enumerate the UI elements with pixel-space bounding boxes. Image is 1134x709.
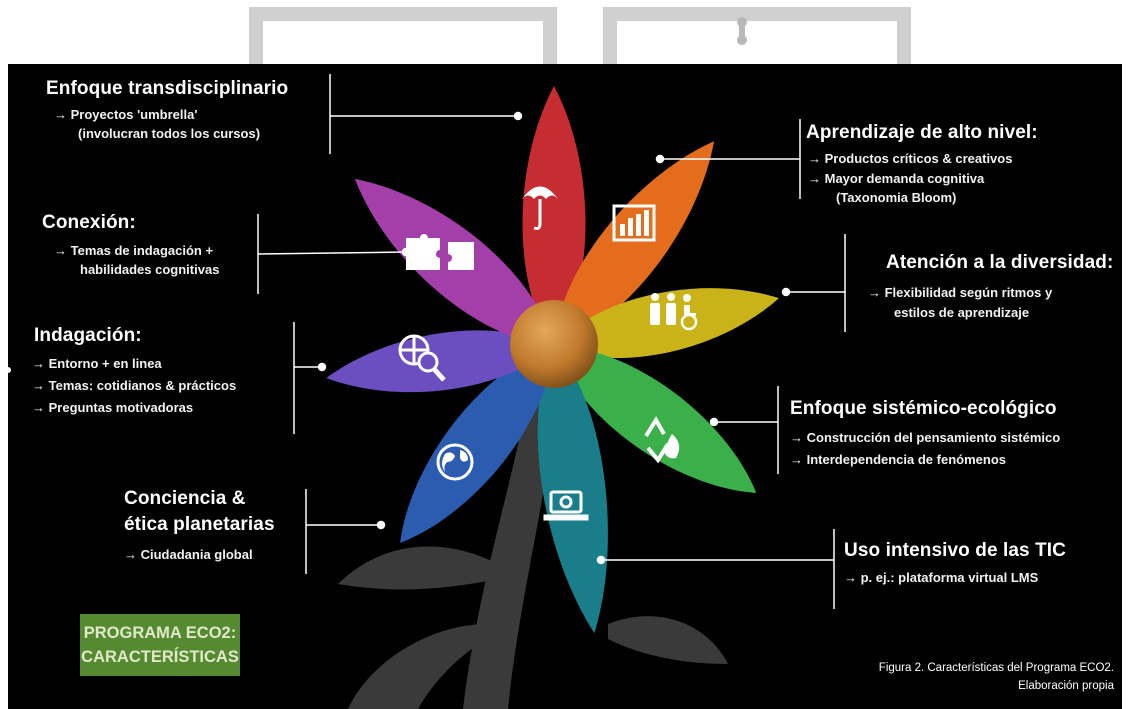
- label-conciencia-title-2: ética planetarias: [124, 514, 275, 535]
- label-alto-nivel-title: Aprendizaje de alto nivel:: [806, 122, 1038, 143]
- petal-indagacion: [326, 330, 554, 393]
- umbrella-icon: [522, 186, 558, 230]
- globe-icon: [436, 443, 474, 481]
- program-badge: PROGRAMA ECO2: CARACTERÍSTICAS: [80, 614, 240, 676]
- badge-line-2: CARACTERÍSTICAS: [81, 648, 239, 666]
- badge-line-1: PROGRAMA ECO2:: [83, 624, 237, 642]
- label-indagacion-line-2: → Temas: cotidianos & prácticos: [32, 378, 237, 393]
- label-transdisciplinario-title: Enfoque transdisciplinario: [46, 78, 289, 99]
- people-accessibility-icon: [650, 293, 698, 331]
- label-conexion-title: Conexión:: [42, 212, 136, 233]
- diagram-panel: Enfoque transdisciplinario → Proyectos '…: [8, 64, 1122, 709]
- label-transdisciplinario-line-2: (involucran todos los cursos): [78, 126, 261, 141]
- label-diversidad-line-1: → Flexibilidad según ritmos y: [868, 285, 1053, 300]
- left-edge-dot: [8, 367, 11, 373]
- figure-caption-line-2: Elaboración propia: [1018, 680, 1114, 692]
- label-tic-title: Uso intensivo de las TIC: [844, 540, 1067, 561]
- label-tic-line-1: → p. ej.: plataforma virtual LMS: [844, 570, 1039, 585]
- label-conexion-line-2: habilidades cognitivas: [80, 262, 220, 277]
- globe-search-icon: [398, 334, 446, 382]
- label-diversidad-line-2: estilos de aprendizaje: [894, 305, 1030, 320]
- connector-lines: [257, 74, 846, 609]
- label-transdisciplinario-line-1: → Proyectos 'umbrella': [54, 107, 198, 122]
- label-sistemico-line-1: → Construcción del pensamiento sistémico: [790, 430, 1061, 445]
- label-conciencia-title-1: Conciencia &: [124, 488, 246, 509]
- petal-conciencia: [400, 346, 554, 544]
- label-indagacion-line-3: → Preguntas motivadoras: [32, 400, 194, 415]
- label-diversidad-title: Atención a la diversidad:: [886, 252, 1114, 273]
- petal-transdisciplinario: [522, 86, 586, 346]
- flower-diagram: [8, 74, 846, 709]
- puzzle-icon: [406, 234, 474, 270]
- bar-chart-icon: [612, 204, 656, 242]
- figure-caption-line-1: Figura 2. Características del Programa E…: [878, 662, 1114, 674]
- label-indagacion-title: Indagación:: [34, 325, 142, 346]
- label-sistemico-title: Enfoque sistémico-ecológico: [790, 398, 1057, 419]
- label-alto-nivel-line-2: → Mayor demanda cognitiva: [808, 171, 985, 186]
- flower-center: [510, 300, 598, 388]
- label-conciencia-line-1: → Ciudadania global: [124, 547, 253, 562]
- label-indagacion-line-1: → Entorno + en linea: [32, 356, 162, 371]
- label-alto-nivel-line-3: (Taxonomia Bloom): [836, 190, 957, 205]
- laptop-icon: [543, 490, 589, 521]
- petal-alto-nivel: [554, 141, 715, 346]
- label-alto-nivel-line-1: → Productos críticos & creativos: [808, 151, 1013, 166]
- recycle-icon: [644, 416, 680, 464]
- label-conexion-line-1: → Temas de indagación +: [54, 243, 214, 258]
- plant-stem: [338, 394, 728, 709]
- label-sistemico-line-2: → Interdependencia de fenómenos: [790, 452, 1006, 467]
- petal-tic: [537, 346, 608, 634]
